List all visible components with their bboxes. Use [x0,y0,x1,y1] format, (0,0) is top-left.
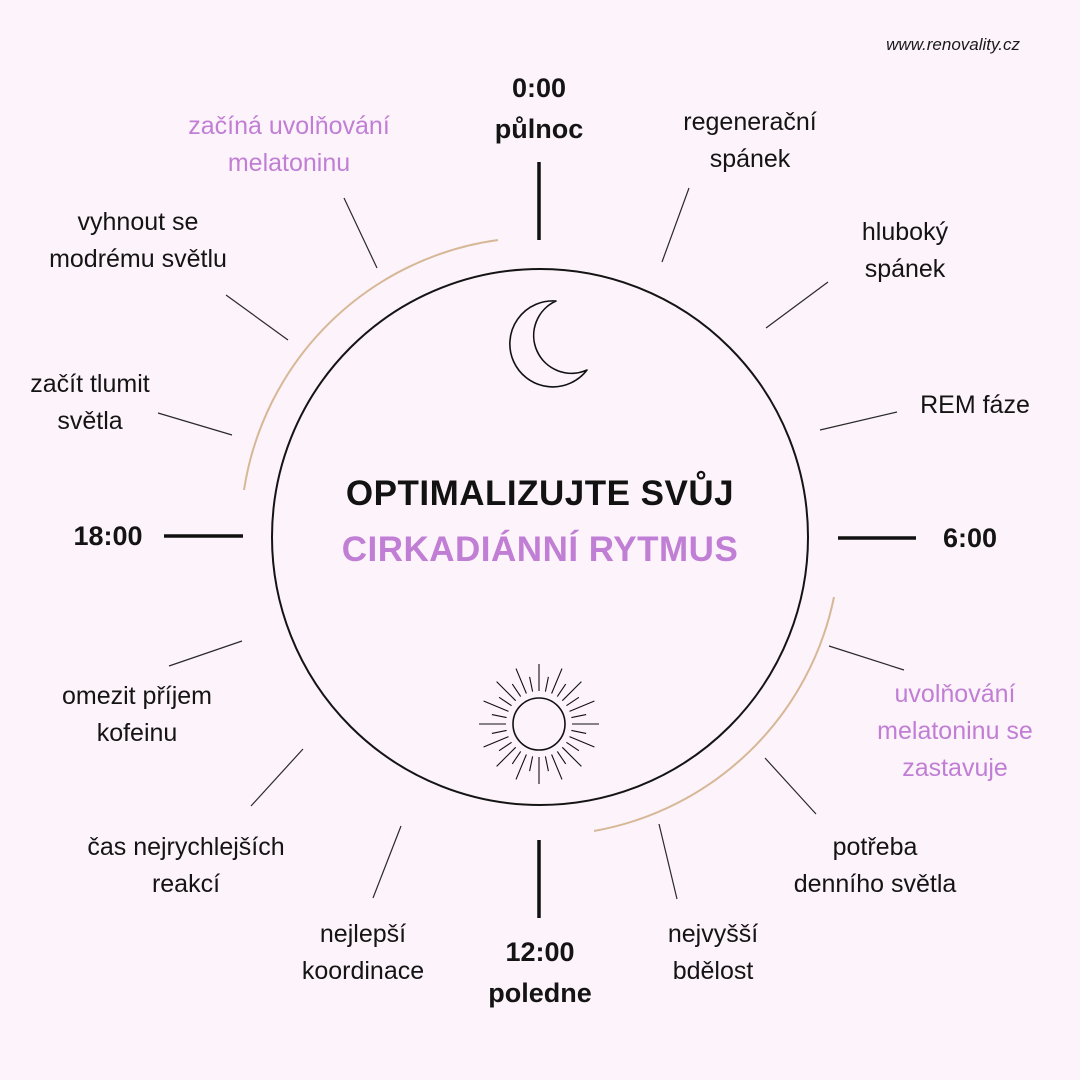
label-regenerative-sleep: regenerační spánek [683,108,817,173]
sun-ray [496,746,517,767]
sun-ray [566,696,580,707]
label-eighteen: 18:00 [73,521,143,551]
sun-ray [569,736,595,748]
sun-ray [556,751,567,765]
sun-ray [571,714,587,719]
label-melatonin-starts: začíná uvolňování melatoninu [188,112,390,177]
label-midnight: 0:00 půlnoc [494,73,584,144]
sun-ray [498,696,512,707]
label-deep-sleep: hluboký spánek [861,218,949,283]
label-six: 6:00 [942,523,998,553]
sun-ray [483,736,509,748]
sun-ray [491,729,507,734]
title-line-1: OPTIMALIZUJTE SVŮJ [345,474,735,513]
label-peak-alertness: nejvyšší bdělost [667,920,759,985]
connector-caffeine [168,640,243,667]
moon-icon [509,300,588,388]
sun-icon [479,664,599,784]
connector-alertness [658,823,678,900]
sun-ray [511,751,522,765]
sun-ray [529,756,534,772]
sun-ray [529,676,534,692]
sun-ray [491,714,507,719]
sun-ray [483,700,509,712]
sun-ray [561,681,582,702]
title-line-2: CIRKADIÁNNÍ RYTMUS [341,530,739,569]
connector-rem [819,411,898,431]
label-avoid-blue-light: vyhnout se modrému světlu [49,208,227,273]
sun-ray [515,754,527,780]
morning-arc [593,596,835,832]
label-limit-caffeine: omezit příjem kofeinu [61,682,213,747]
sun-ray [498,741,512,752]
label-melatonin-stops: uvolňování melatoninu se zastavuje [877,680,1033,782]
connector-coordination [372,825,402,899]
sun-ray [569,700,595,712]
sun-ray [496,681,517,702]
connector-melatonin-starts [343,197,378,269]
label-daylight-need: potřeba denního světla [793,833,957,898]
sun-ray [551,668,563,694]
connector-reaction [250,748,304,807]
website-url[interactable]: www.renovality.cz [886,35,1020,54]
evening-arc [243,239,499,491]
label-best-coordination: nejlepší koordinace [301,920,425,985]
connector-daylight [764,757,817,815]
connector-regenerative [661,187,690,263]
connector-blue-light [225,294,289,341]
sun-ray [556,683,567,697]
sun-ray [566,741,580,752]
sun-ray [515,668,527,694]
connector-dim-lights [157,412,233,436]
sun-ray [511,683,522,697]
label-noon: 12:00 poledne [488,937,592,1008]
label-rem-phase: REM fáze [920,391,1030,419]
sun-ray [544,756,549,772]
connector-melatonin-stops [828,645,905,671]
label-dim-lights: začít tlumit světla [30,370,150,435]
sun-ray [544,676,549,692]
sun-ray [551,754,563,780]
sun-ray [561,746,582,767]
connector-deep-sleep [765,281,829,329]
main-circle [271,268,809,806]
label-fastest-reaction: čas nejrychlejších reakcí [87,833,285,898]
sun-ray [571,729,587,734]
